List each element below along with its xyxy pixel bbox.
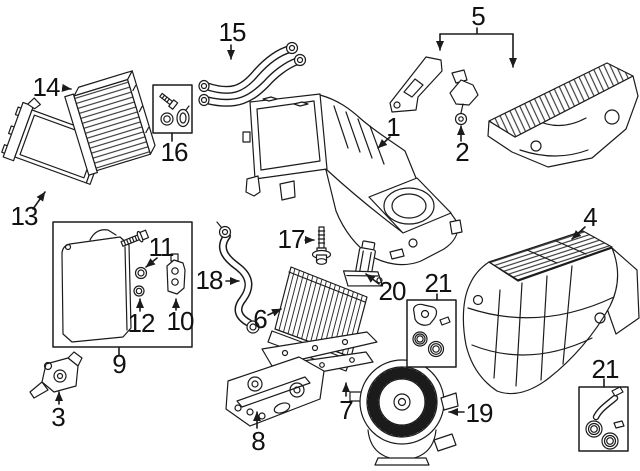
- hvac-housing-upper-drawing: [242, 93, 463, 266]
- callout-19: 19: [465, 398, 494, 428]
- callout-1: 1: [386, 112, 401, 142]
- callout-5: 5: [471, 1, 486, 31]
- callout-8: 8: [251, 426, 266, 456]
- callout-2: 2: [455, 137, 470, 167]
- grommet-kit-box-b-drawing: [578, 386, 629, 452]
- callout-4: 4: [583, 202, 598, 232]
- heater-core-finned-drawing: [64, 70, 156, 176]
- cowl-cover-drawing: [487, 62, 639, 168]
- callout-10: 10: [166, 306, 195, 336]
- evaporator-kit-box-drawing: [52, 221, 193, 348]
- callout-3: 3: [51, 402, 66, 432]
- heater-hose-pair-drawing: [198, 41, 307, 107]
- callout-14: 14: [32, 72, 61, 102]
- hvac-housing-lower-drawing: [462, 230, 640, 395]
- callout-11: 11: [148, 232, 175, 262]
- callout-20: 20: [378, 276, 407, 306]
- callout-21a: 21: [424, 268, 453, 298]
- cowl-bracket-drawing: [389, 56, 443, 113]
- refrigerant-pipe-drawing: [216, 221, 260, 334]
- sensor-drawing: [342, 240, 384, 287]
- callout-12: 12: [127, 308, 156, 338]
- callout-7: 7: [339, 395, 354, 425]
- callout-6: 6: [253, 304, 268, 334]
- callout-17: 17: [277, 224, 306, 254]
- callout-9: 9: [112, 349, 127, 379]
- mounting-plate-drawing: [225, 356, 325, 427]
- seal-kit-box-drawing: [152, 84, 193, 134]
- callout-15: 15: [218, 17, 247, 47]
- mounting-bracket-small-drawing: [449, 69, 479, 126]
- grommet-kit-box-drawing: [406, 299, 457, 368]
- callout-arrows: [32, 27, 605, 429]
- callout-16: 16: [160, 137, 189, 167]
- bolt-drawing: [311, 226, 332, 265]
- callout-21b: 21: [591, 354, 620, 384]
- callout-18: 18: [195, 265, 224, 295]
- bracket-actuator-drawing: [29, 351, 83, 399]
- callout-13: 13: [10, 201, 39, 231]
- blower-motor-drawing: [349, 359, 459, 466]
